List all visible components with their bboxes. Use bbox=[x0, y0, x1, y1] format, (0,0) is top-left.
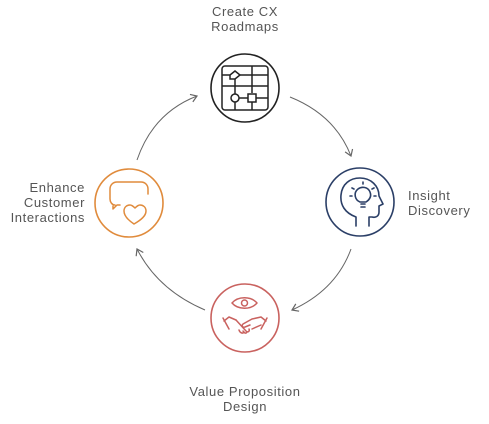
node-roadmaps bbox=[210, 53, 280, 123]
label-interactions-line-1: Enhance bbox=[29, 180, 85, 195]
label-value-line-2: Design bbox=[222, 399, 268, 414]
label-insight-line-2: Discovery bbox=[408, 203, 471, 218]
flowchart-icon bbox=[221, 65, 269, 111]
arrow-roadmaps-to-insight bbox=[289, 96, 354, 158]
eye-handshake-icon bbox=[222, 297, 268, 334]
node-value bbox=[210, 283, 280, 353]
node-insight bbox=[325, 167, 395, 237]
speech-heart-icon bbox=[109, 181, 149, 225]
label-interactions-line-2: Customer bbox=[23, 195, 85, 210]
label-value: Value Proposition Design bbox=[170, 384, 320, 414]
arrow-interactions-to-roadmaps bbox=[136, 93, 199, 161]
label-roadmaps: Create CX Roadmaps bbox=[185, 4, 305, 34]
label-interactions-line-3: Interactions bbox=[10, 210, 85, 225]
label-insight: Insight Discovery bbox=[408, 188, 470, 218]
label-value-line-1: Value Proposition bbox=[189, 384, 301, 399]
label-roadmaps-line-1: Create CX bbox=[211, 4, 279, 19]
label-roadmaps-line-2: Roadmaps bbox=[211, 19, 279, 34]
arrow-insight-to-value bbox=[291, 248, 352, 312]
arrow-value-to-interactions bbox=[135, 248, 206, 311]
node-interactions bbox=[94, 168, 164, 238]
label-insight-line-1: Insight bbox=[408, 188, 451, 203]
label-interactions: Enhance Customer Interactions bbox=[2, 180, 85, 225]
head-lightbulb-icon bbox=[340, 177, 384, 227]
